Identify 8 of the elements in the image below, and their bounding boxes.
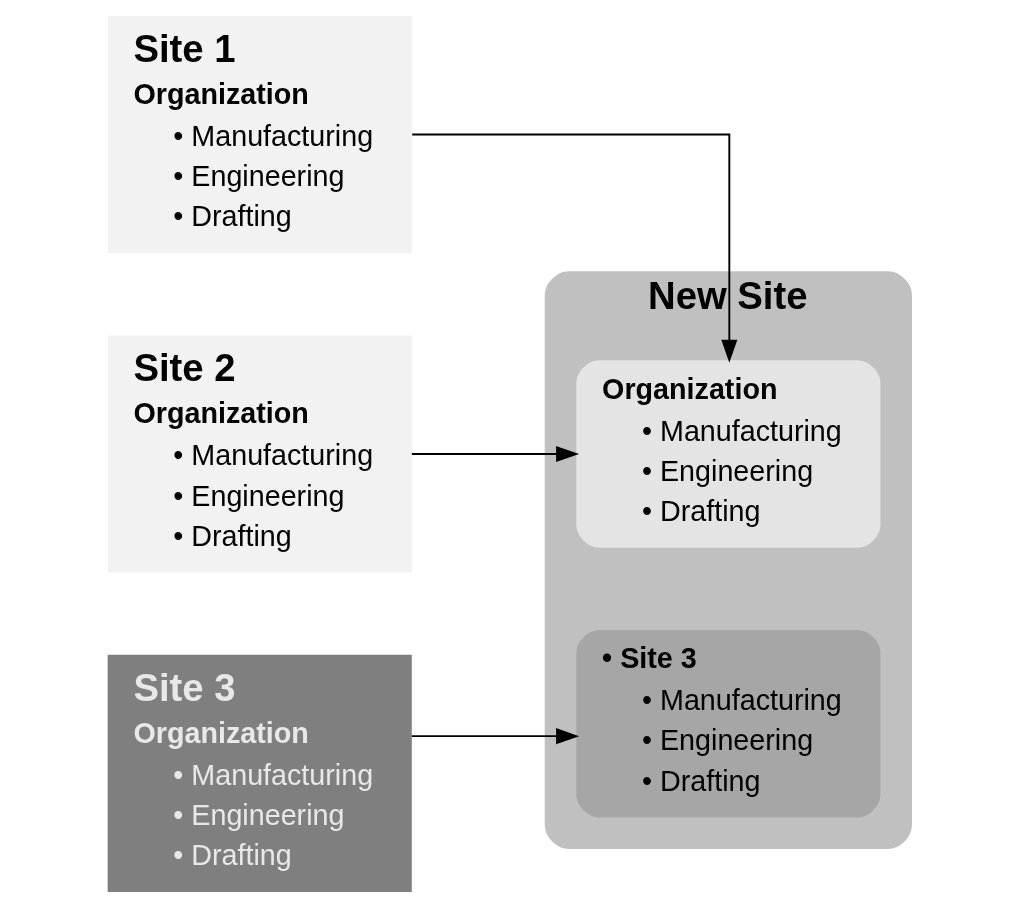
node-box: Organization • Manufacturing • Engineering • Drafting: [576, 360, 881, 548]
arrow: [410, 728, 580, 745]
arrow: [411, 133, 738, 363]
node-box: • Site 3 • Manufacturing • Engineering • Drafting: [576, 630, 881, 818]
node-box: Site 1 Organization • Manufacturing • Engineering • Drafting: [107, 15, 412, 254]
node-box: Site 3 Organization • Manufacturing • Engineering • Drafting: [107, 654, 412, 893]
node-box: Site 2 Organization • Manufacturing • Engineering • Drafting: [107, 335, 412, 573]
arrow: [410, 445, 580, 463]
